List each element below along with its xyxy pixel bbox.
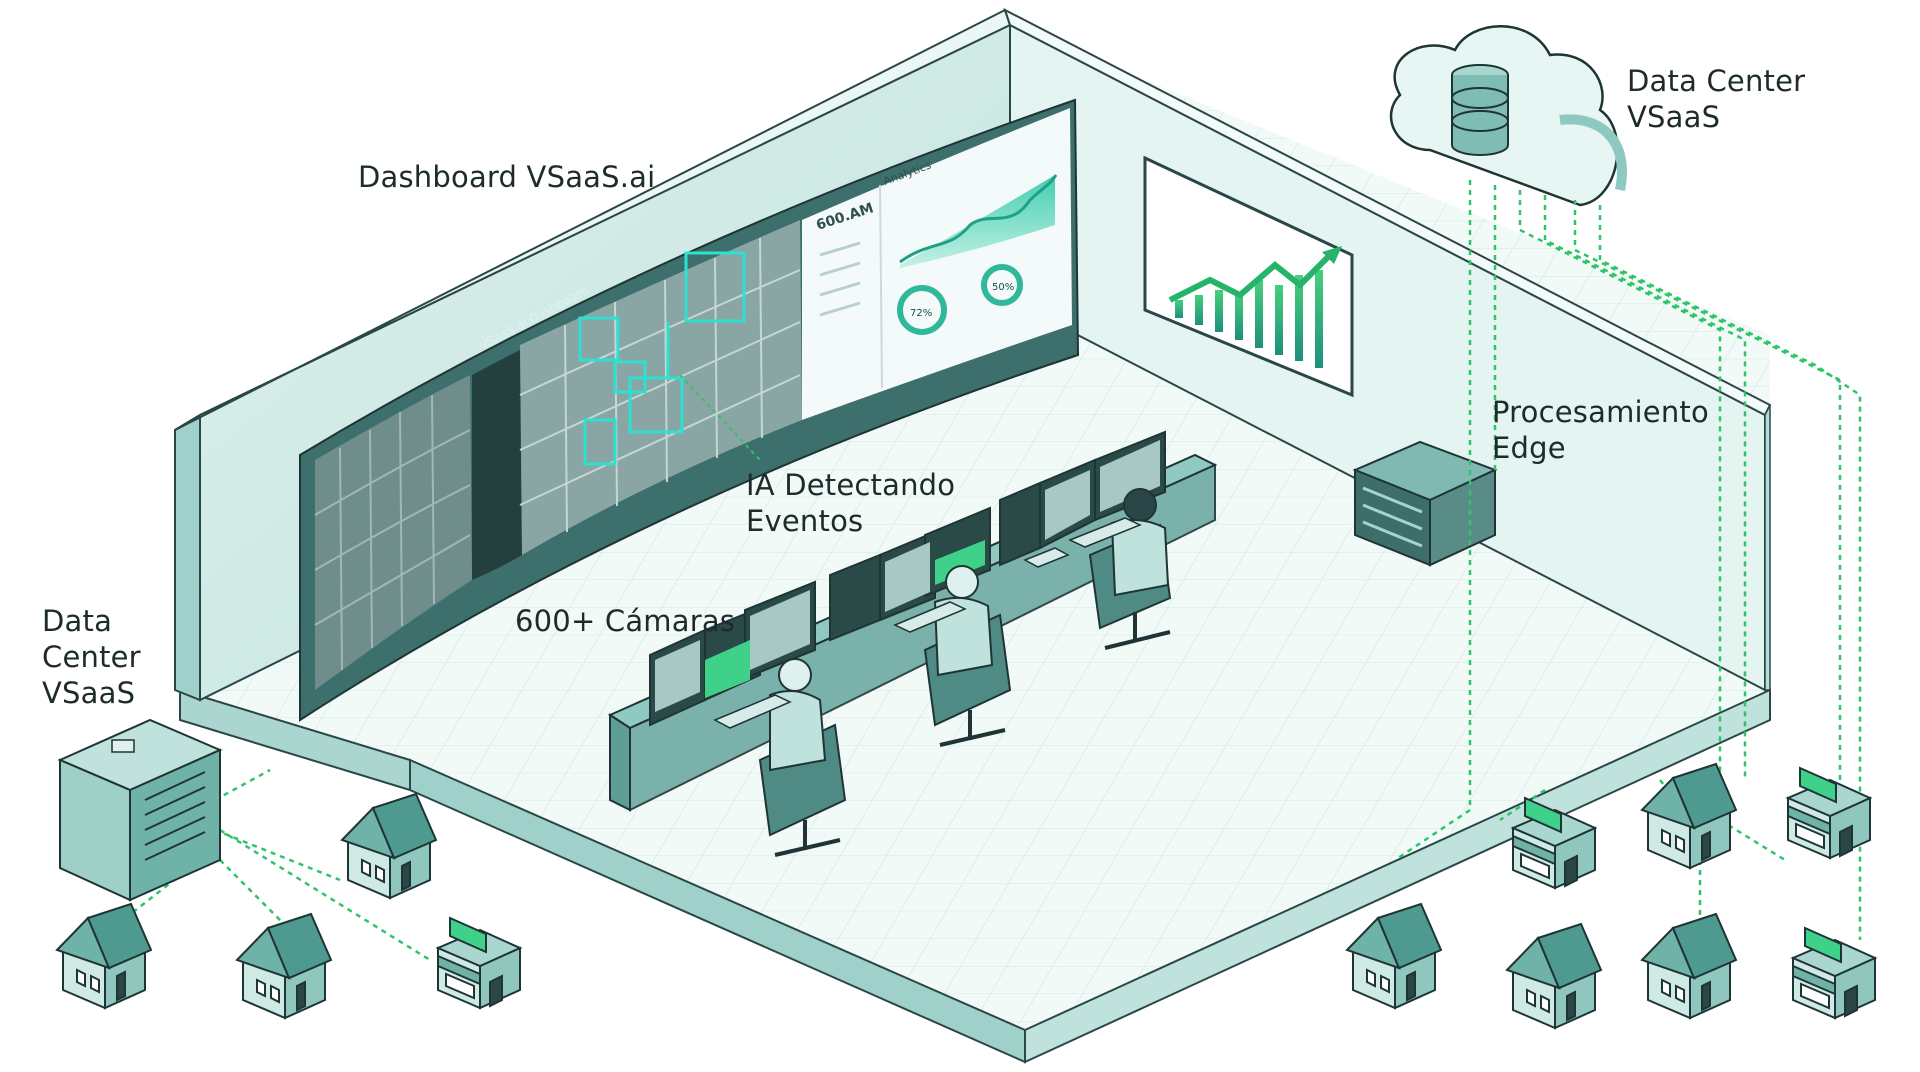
ai-detection-boxes — [578, 251, 746, 466]
shop-window — [1800, 982, 1830, 1010]
label-local-datacenter-line2: Center — [42, 640, 141, 674]
label-cloud-datacenter-line1: Data Center — [1627, 64, 1806, 98]
shop-window — [1795, 822, 1825, 850]
house-window — [76, 968, 86, 988]
house-door — [1406, 970, 1416, 1002]
shop-sign — [1799, 766, 1837, 804]
shop-door — [1844, 984, 1858, 1018]
house-window — [270, 984, 280, 1004]
house-roof-right — [1536, 922, 1603, 990]
database-icon — [1451, 64, 1509, 156]
house-window — [1661, 828, 1671, 848]
house-window — [1675, 984, 1685, 1004]
house-door — [1701, 830, 1711, 862]
house-window — [1366, 968, 1376, 988]
house-roof-right — [1671, 762, 1738, 830]
house-window — [1526, 988, 1536, 1008]
building-icon — [57, 718, 223, 902]
house-roof-right — [1376, 902, 1443, 970]
shop-window — [1520, 852, 1550, 880]
shop-awning — [437, 954, 481, 986]
house-door — [401, 860, 411, 892]
analytics-panel: 72% 50% Analytics 600.AM — [802, 108, 1072, 420]
house-door — [1566, 990, 1576, 1022]
label-edge-line1: Procesamiento — [1492, 395, 1709, 429]
house-door — [296, 980, 306, 1012]
house-window — [256, 978, 266, 998]
house-roof-right — [86, 902, 153, 970]
label-cameras: 600+ Cámaras — [515, 604, 736, 638]
house-window — [361, 858, 371, 878]
shop-sign — [1524, 796, 1562, 834]
ai-pointer — [679, 374, 761, 461]
video-wall: 72% 50% Analytics 600.AM VSaaS.ai Dashbo… — [299, 98, 1080, 722]
label-local-datacenter-line1: Data — [42, 604, 113, 638]
house-door — [1701, 980, 1711, 1012]
house-window — [1540, 994, 1550, 1014]
house-door — [116, 970, 126, 1002]
label-ai-line2: Eventos — [746, 504, 864, 538]
wall-chart — [1143, 155, 1354, 398]
operator-desks — [607, 430, 1218, 857]
house-roof-right — [1671, 912, 1738, 980]
house-window — [1380, 974, 1390, 994]
cloud-icon — [1389, 25, 1627, 207]
label-ai-line1: IA Detectando — [746, 468, 956, 502]
shop-sign — [1804, 926, 1842, 964]
house-window — [375, 864, 385, 884]
operator-icon — [769, 488, 1170, 772]
label-edge-line2: Edge — [1492, 431, 1566, 465]
shop-window — [445, 972, 475, 1000]
house-roof-right — [266, 912, 333, 980]
server-icon — [1352, 440, 1498, 567]
shop-awning — [1792, 964, 1836, 996]
label-dashboard: Dashboard VSaaS.ai — [358, 160, 656, 194]
shop-door — [1839, 824, 1853, 858]
shop-sign — [449, 916, 487, 954]
shop-awning — [1787, 804, 1831, 836]
gauge-1-value: 72% — [910, 308, 932, 319]
house-window — [1675, 834, 1685, 854]
shop-awning — [1512, 834, 1556, 866]
houses-group — [55, 762, 1878, 1030]
shop-door — [1564, 854, 1578, 888]
camera-grid-left — [314, 375, 472, 690]
house-window — [90, 974, 100, 994]
label-local-datacenter-line3: VSaaS — [42, 676, 136, 710]
shop-door — [489, 974, 503, 1008]
house-window — [1661, 978, 1671, 998]
camera-grid-center — [519, 220, 802, 555]
house-roof-right — [371, 792, 438, 860]
label-cloud-datacenter-line2: VSaaS — [1627, 100, 1721, 134]
gauge-2-value: 50% — [992, 282, 1014, 293]
